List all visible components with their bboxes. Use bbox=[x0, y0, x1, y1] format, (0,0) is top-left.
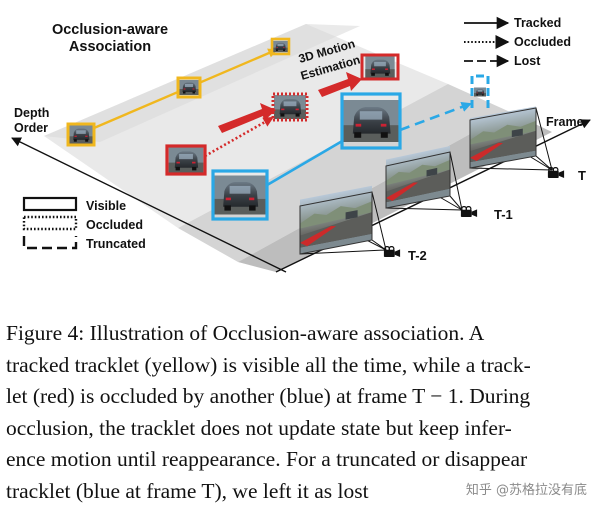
yellow-car-box-t2 bbox=[66, 122, 96, 147]
camera-label-t2: T-2 bbox=[408, 248, 427, 263]
camera-label-t1: T-1 bbox=[494, 207, 513, 222]
motion-arrow-1 bbox=[218, 103, 276, 133]
depth-order-label-line1: Depth bbox=[14, 106, 49, 120]
caption-line: occlusion, the tracklet does not update … bbox=[6, 415, 512, 440]
depth-order-axis bbox=[11, 137, 287, 273]
legend-lost-label: Lost bbox=[514, 54, 541, 68]
legend-visible-box bbox=[22, 196, 78, 212]
road-frame-thumbnail-t2 bbox=[299, 185, 373, 255]
blue-car-box-t2 bbox=[211, 169, 269, 221]
diagram-title-line1: Occlusion-aware bbox=[52, 22, 168, 38]
road-frame-thumbnail-t bbox=[469, 106, 537, 169]
motion-arrow-2 bbox=[318, 72, 362, 97]
legend-truncated-box bbox=[22, 236, 78, 250]
yellow-car-box-t bbox=[270, 37, 291, 56]
frame-t1: T-1 bbox=[385, 146, 513, 222]
caption-line: tracklet (blue at frame T), we left it a… bbox=[6, 478, 369, 503]
watermark: 知乎 @苏格拉没有底 bbox=[462, 478, 590, 499]
caption-line: tracked tracklet (yellow) is visible all… bbox=[6, 352, 531, 377]
red-car-box-t2 bbox=[165, 144, 207, 176]
occlusion-association-diagram: Occlusion-aware Association Depth Order … bbox=[11, 16, 591, 273]
caption-line: Figure 4: Illustration of Occlusion-awar… bbox=[6, 321, 485, 345]
yellow-tracklet bbox=[66, 37, 291, 147]
camera-icon-t2 bbox=[383, 246, 401, 258]
blue-track-path-dashed bbox=[399, 102, 472, 132]
camera-icon-t1 bbox=[460, 206, 478, 218]
caption-line: let (red) is occluded by another (blue) … bbox=[6, 384, 531, 408]
legend-visible-label: Visible bbox=[86, 199, 126, 213]
blue-car-box-t-truncated bbox=[470, 74, 490, 108]
yellow-car-box-t1 bbox=[176, 76, 202, 99]
frame-t: T bbox=[469, 106, 586, 183]
frame-axis-label: Frame bbox=[546, 115, 584, 129]
figure-caption: Figure 4: Illustration of Occlusion-awar… bbox=[6, 318, 600, 507]
red-tracklet bbox=[165, 53, 400, 176]
legend-tracked-label: Tracked bbox=[514, 16, 561, 30]
diagram-title-line2: Association bbox=[69, 39, 151, 55]
depth-order-label-line2: Order bbox=[14, 121, 48, 135]
red-car-box-t1-occluded bbox=[271, 92, 309, 122]
legend-truncated-label: Truncated bbox=[86, 237, 146, 251]
frame-t2: T-2 bbox=[299, 185, 427, 263]
caption-line: ence motion until reappearance. For a tr… bbox=[6, 447, 528, 471]
legend-occluded-label: Occluded bbox=[514, 35, 571, 49]
legend-occluded-box-label: Occluded bbox=[86, 218, 143, 232]
legend-occluded-box bbox=[22, 215, 78, 231]
camera-label-t: T bbox=[578, 168, 586, 183]
blue-track-path-solid bbox=[261, 138, 345, 190]
blue-car-box-t1 bbox=[340, 92, 402, 150]
blue-tracklet bbox=[211, 74, 490, 221]
tracklet-state-legend: Tracked Occluded Lost bbox=[464, 16, 571, 68]
road-frame-thumbnail-t1 bbox=[385, 146, 451, 209]
box-style-legend: Visible Occluded Truncated bbox=[22, 196, 146, 251]
red-car-box-t bbox=[360, 53, 400, 81]
